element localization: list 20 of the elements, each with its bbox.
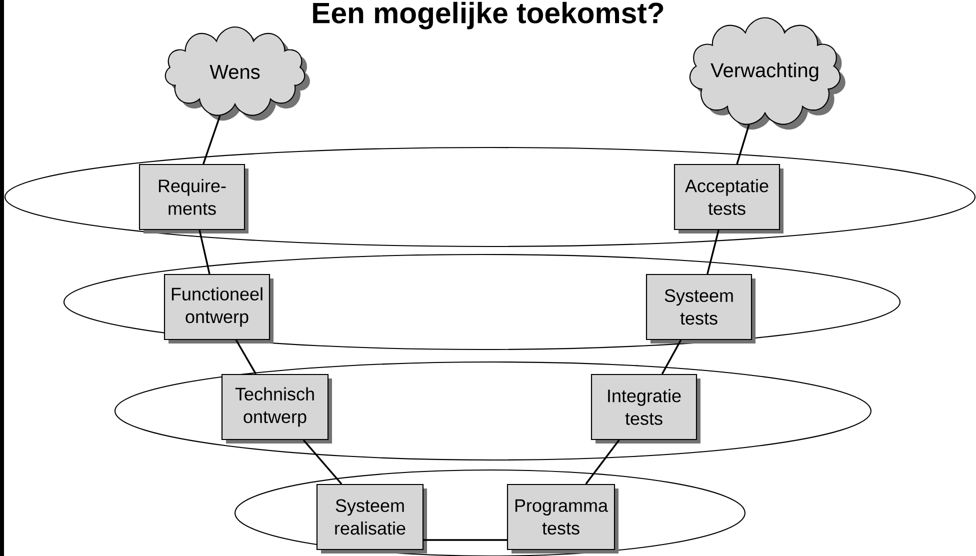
- process-box: Integratie tests: [590, 374, 700, 444]
- connector-line: [585, 440, 620, 484]
- process-box: Functioneel ontwerp: [164, 274, 274, 344]
- cloud: Wens: [164, 26, 310, 121]
- process-box: Systeem tests: [646, 274, 756, 344]
- title: Een mogelijke toekomst?: [313, 2, 664, 30]
- cloud: Verwachting: [689, 17, 846, 130]
- connector-line: [736, 124, 750, 164]
- connector-line: [198, 230, 210, 274]
- connector-line: [202, 116, 221, 164]
- connector-line: [235, 340, 257, 374]
- process-box: Acceptatie tests: [674, 164, 784, 234]
- process-box: Systeem realisatie: [316, 484, 427, 554]
- process-box: Programma tests: [506, 484, 618, 554]
- connector-line: [661, 340, 682, 374]
- connector-line: [424, 539, 507, 541]
- connector-line: [706, 230, 720, 274]
- process-box: Technisch ontwerp: [221, 374, 332, 444]
- process-box: Require- ments: [138, 164, 248, 234]
- connector-line: [302, 439, 342, 485]
